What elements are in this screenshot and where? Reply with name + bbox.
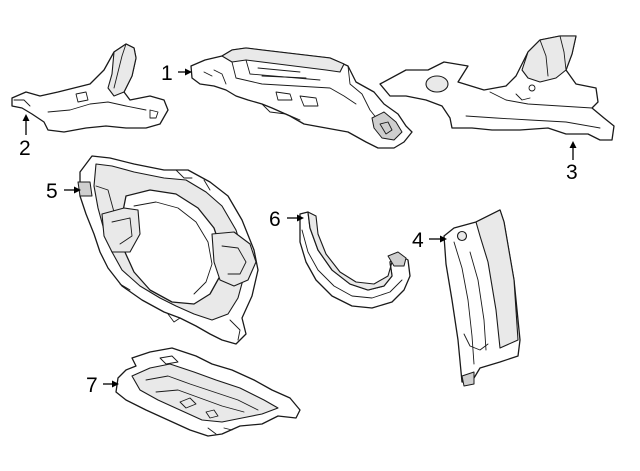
leader-5 — [64, 186, 81, 194]
callout-4: 4 — [412, 229, 424, 252]
leader-4 — [429, 235, 447, 243]
leader-2 — [22, 114, 30, 135]
part-4-side-seal — [443, 209, 521, 387]
callout-6: 6 — [269, 208, 281, 231]
leader-3 — [569, 141, 577, 160]
part-3-right-seal — [379, 35, 615, 141]
callout-1: 1 — [161, 62, 173, 85]
callout-3: 3 — [566, 161, 578, 184]
callout-5: 5 — [46, 180, 58, 203]
part-5-fan-shroud — [77, 155, 259, 345]
part-6-curved-seal — [299, 211, 411, 309]
callout-7: 7 — [86, 374, 98, 397]
leader-1 — [178, 68, 192, 76]
part-7-lower-shield — [115, 347, 301, 437]
part-2-left-seal — [11, 43, 169, 133]
leader-6 — [287, 214, 304, 222]
callout-2: 2 — [19, 137, 31, 160]
part-1-upper-seal — [190, 47, 413, 149]
leader-7 — [103, 380, 119, 388]
